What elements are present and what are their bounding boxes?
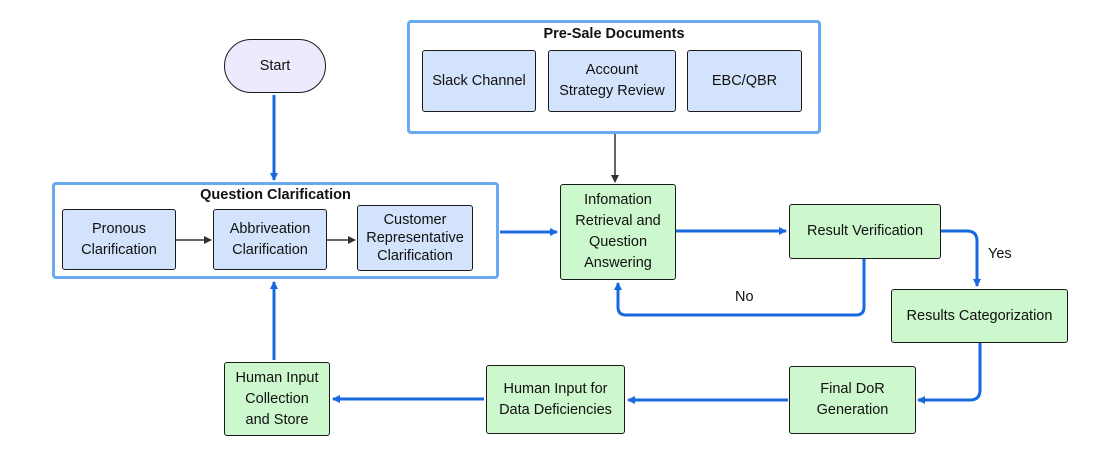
pre-sale-documents-title: Pre-Sale Documents xyxy=(543,26,685,42)
arrow-categorization-to-final xyxy=(917,343,982,404)
information-retrieval-node: Infomation Retrieval and Question Answer… xyxy=(560,184,676,280)
final-dor-generation-node: Final DoR Generation xyxy=(789,366,916,434)
ebc-qbr-node: EBC/QBR xyxy=(687,50,802,112)
customer-representative-clarification-node: Customer Representative Clarification xyxy=(357,205,473,271)
question-clarification-title: Question Clarification xyxy=(200,187,351,203)
results-categorization-node: Results Categorization xyxy=(891,289,1068,343)
human-input-data-deficiencies-node: Human Input for Data Deficiencies xyxy=(486,365,625,434)
pre-sale-documents-group xyxy=(407,20,821,134)
slack-channel-node: Slack Channel xyxy=(422,50,536,112)
human-input-collection-node: Human Input Collection and Store xyxy=(224,362,330,436)
question-clarification-group xyxy=(52,182,499,279)
result-verification-node: Result Verification xyxy=(789,204,941,259)
abbriveation-clarification-node: Abbriveation Clarification xyxy=(213,209,327,270)
account-strategy-review-node: Account Strategy Review xyxy=(548,50,676,112)
yes-edge-label: Yes xyxy=(988,246,1012,262)
start-node: Start xyxy=(224,39,326,93)
arrow-verification-to-categorization xyxy=(941,229,981,287)
no-edge-label: No xyxy=(735,289,754,305)
pronous-clarification-node: Pronous Clarification xyxy=(62,209,176,270)
arrow-verification-to-retrieval-no xyxy=(614,259,866,317)
